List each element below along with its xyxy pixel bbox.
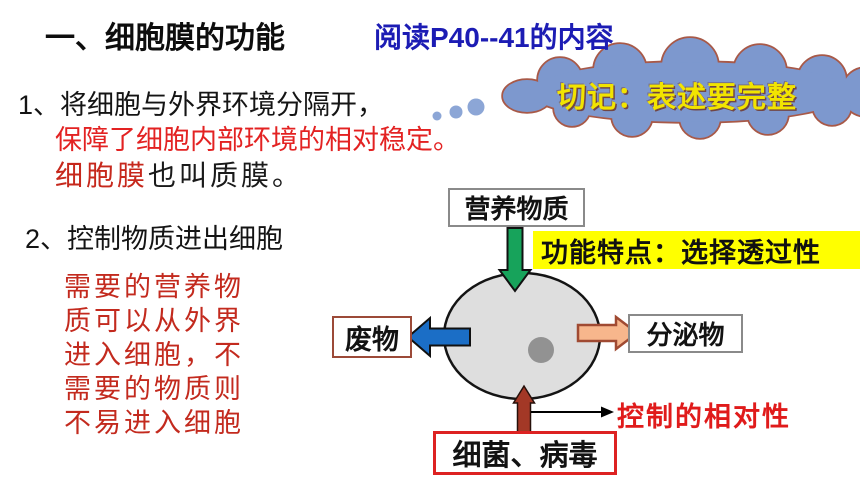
thought-dots [432, 98, 485, 121]
feature-label: 功能特点：选择透过性 [541, 237, 821, 269]
nutrients-label: 营养物质 [464, 194, 569, 224]
waste-box: 废物 [332, 316, 412, 358]
reading-assignment-note: 阅读P40--41的内容 [374, 22, 614, 53]
relative-control-note: 控制的相对性 [617, 402, 791, 433]
nucleus-dot [528, 337, 554, 363]
secretion-label: 分泌物 [646, 320, 725, 350]
peach-right-arrow [576, 314, 640, 352]
bacteria-virus-label: 细菌、病毒 [452, 440, 598, 472]
note-line: 质可以从外界 [64, 306, 244, 337]
slide-title: 一、细胞膜的功能 [45, 22, 285, 55]
cloud-callout-text: 切记：表述要完整 [556, 82, 797, 114]
point2-note-paragraph: 需要的营养物 质可以从外界 进入细胞，不 需要的物质则 不易进入细胞 [64, 271, 244, 441]
thought-cloud-shape [501, 36, 860, 140]
darkred-up-arrow [512, 384, 536, 434]
bacteria-virus-box: 细菌、病毒 [433, 431, 617, 475]
note-line: 不易进入细胞 [64, 408, 244, 439]
green-down-arrow [497, 227, 533, 293]
nutrients-box: 营养物质 [448, 188, 585, 227]
note-line: 需要的物质则 [64, 374, 244, 405]
blue-left-arrow [406, 315, 471, 359]
point1-line3: 细胞膜也叫质膜。 [55, 154, 303, 194]
point2-heading: 2、控制物质进出细胞 [25, 224, 284, 254]
waste-label: 废物 [345, 324, 399, 355]
membrane-term-red: 细胞膜 [55, 159, 149, 192]
feature-highlight-strip: 功能特点：选择透过性 [533, 231, 860, 269]
note-line: 需要的营养物 [64, 272, 244, 303]
membrane-term-rest: 也叫质膜。 [148, 159, 304, 192]
note-line: 进入细胞，不 [64, 340, 244, 371]
point1-line1: 1、将细胞与外界环境分隔开， [18, 90, 385, 120]
black-pointer-arrow [531, 406, 614, 418]
secretion-box: 分泌物 [628, 314, 743, 353]
point1-line2-red: 保障了细胞内部环境的相对稳定。 [55, 125, 460, 155]
